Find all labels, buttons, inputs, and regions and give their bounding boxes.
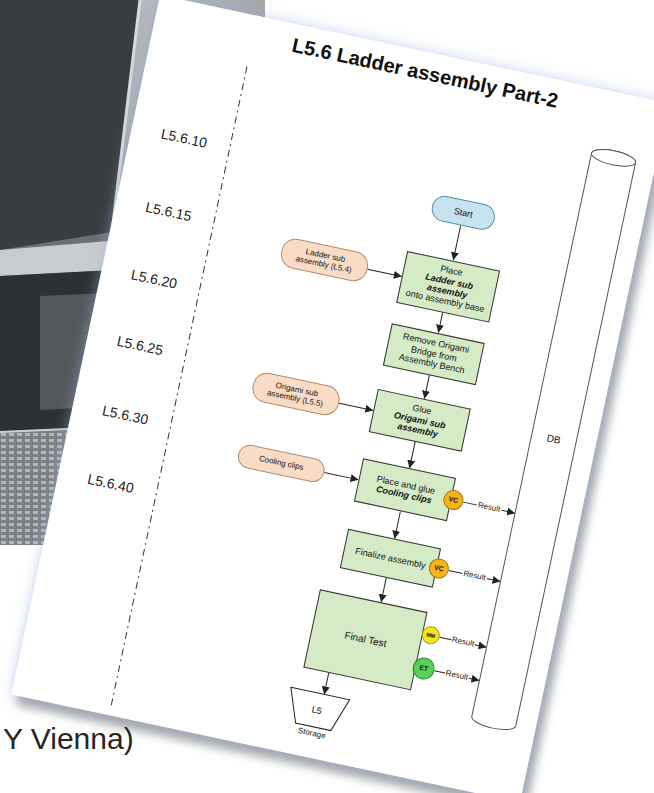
flow-arrow: [324, 673, 329, 695]
flow-arrow: [381, 578, 386, 602]
storage-trapezoid: L5Storage: [284, 687, 350, 733]
flow-arrow: [395, 511, 401, 538]
process-box: Finalize assembly: [340, 529, 441, 588]
process-box: PlaceLadder sub assemblyonto assembly ba…: [396, 250, 500, 322]
process-box: Remove Origami Bridge from Assembly Benc…: [383, 323, 485, 385]
process-box: GlueOrigami sub assembly: [369, 389, 471, 452]
cylinder-body: [470, 146, 637, 732]
trapezoid-shape: [284, 687, 350, 733]
node-text: Ladder sub assembly (L5.4): [286, 243, 362, 276]
flow-arrow: [410, 442, 416, 468]
step-number: L5.6.25: [115, 334, 164, 359]
node-text: Origami sub assembly (L5.5): [258, 377, 334, 410]
step-number: L5.6.15: [144, 200, 193, 225]
diagram-title: L5.6 Ladder assembly Part-2: [290, 34, 560, 112]
flow-arrow: [424, 375, 429, 399]
step-number: L5.6.40: [86, 472, 135, 497]
input-bubble: Origami sub assembly (L5.5): [250, 370, 342, 418]
node-text: MM: [426, 631, 436, 639]
database-cylinder: DB: [470, 146, 637, 732]
process-box: Final Test: [303, 589, 427, 690]
flow-arrow: [324, 473, 358, 480]
input-bubble: Ladder sub assembly (L5.4): [278, 236, 370, 284]
edge-label: Result: [444, 669, 470, 683]
flow-arrow: [339, 403, 373, 410]
node-text: Remove Origami Bridge from Assembly Benc…: [390, 330, 478, 378]
affiliation-text: Y Vienna): [3, 722, 134, 755]
node-text: VC: [448, 495, 459, 505]
node-text: Start: [453, 206, 474, 220]
dash-dot-divider: [111, 67, 247, 706]
step-number: L5.6.10: [160, 126, 209, 151]
edge-label: Result: [461, 569, 487, 583]
process-box: Place and glueCooling clips: [354, 458, 456, 521]
node-text: Cooling clips: [258, 454, 304, 472]
step-number: L5.6.30: [101, 403, 150, 428]
node-text: Final Test: [343, 630, 387, 650]
node-text: Finalize assembly: [354, 546, 426, 571]
step-number: L5.6.20: [130, 267, 179, 292]
flow-arrow: [368, 269, 402, 276]
node-text: L5: [311, 704, 323, 716]
node-text: ET: [419, 664, 429, 674]
start-terminal: Start: [429, 193, 497, 232]
edge-label: Result: [476, 501, 502, 515]
input-bubble: Cooling clips: [236, 443, 327, 485]
flow-arrow: [453, 226, 460, 261]
node-text: VC: [433, 564, 444, 574]
flow-arrow: [438, 312, 442, 333]
edge-label: Result: [450, 635, 476, 649]
cylinder-top: [590, 146, 637, 169]
